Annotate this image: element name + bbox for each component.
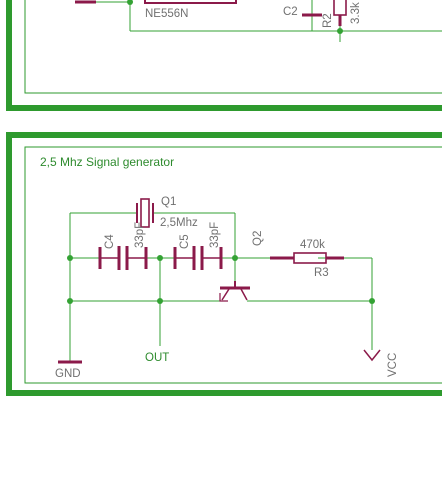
r3-value: 470k	[300, 239, 325, 251]
signal-generator-board: 2,5 Mhz Signal generator Q1 2,5Mhz	[6, 132, 442, 396]
junction-dot	[232, 255, 238, 261]
junction-dot	[369, 298, 375, 304]
top-board-frame	[6, 0, 442, 111]
c4-capacitor	[98, 246, 148, 270]
c5-capacitor	[173, 246, 223, 270]
q1-crystal	[136, 198, 154, 228]
q1-name: Q1	[161, 196, 176, 208]
r3-resistor	[270, 252, 344, 264]
ne556-chip-body	[144, 0, 237, 4]
junction-dot	[157, 255, 163, 261]
r2-value: 3.3k	[350, 2, 362, 24]
vcc-label: VCC	[387, 353, 399, 377]
junction-dot	[67, 255, 73, 261]
top-schematic-board: NE556N C2 R2 3.3k	[6, 0, 442, 111]
r2-body	[333, 0, 347, 16]
junction-dot	[157, 298, 163, 304]
junction-dot	[67, 298, 73, 304]
c5-name: C5	[179, 234, 191, 249]
vcc-symbol	[363, 349, 381, 362]
r3-name: R3	[314, 267, 329, 279]
ne556-label: NE556N	[145, 8, 188, 20]
bottom-board-inner-frame	[24, 146, 442, 384]
q2-name: Q2	[252, 231, 264, 246]
schematic-title: 2,5 Mhz Signal generator	[40, 155, 174, 169]
c4-name: C4	[104, 234, 116, 249]
q1-value: 2,5Mhz	[160, 217, 198, 229]
c4-value: 33pF	[134, 222, 146, 248]
top-junction	[337, 28, 343, 34]
gnd-label: GND	[55, 368, 81, 380]
top-board-inner-frame	[24, 0, 442, 94]
out-label: OUT	[145, 352, 169, 364]
bottom-board-frame	[6, 132, 442, 396]
q2-transistor	[219, 281, 250, 302]
r2-label: R2	[322, 13, 334, 28]
c2-label: C2	[283, 6, 298, 18]
c5-value: 33pF	[209, 222, 221, 248]
